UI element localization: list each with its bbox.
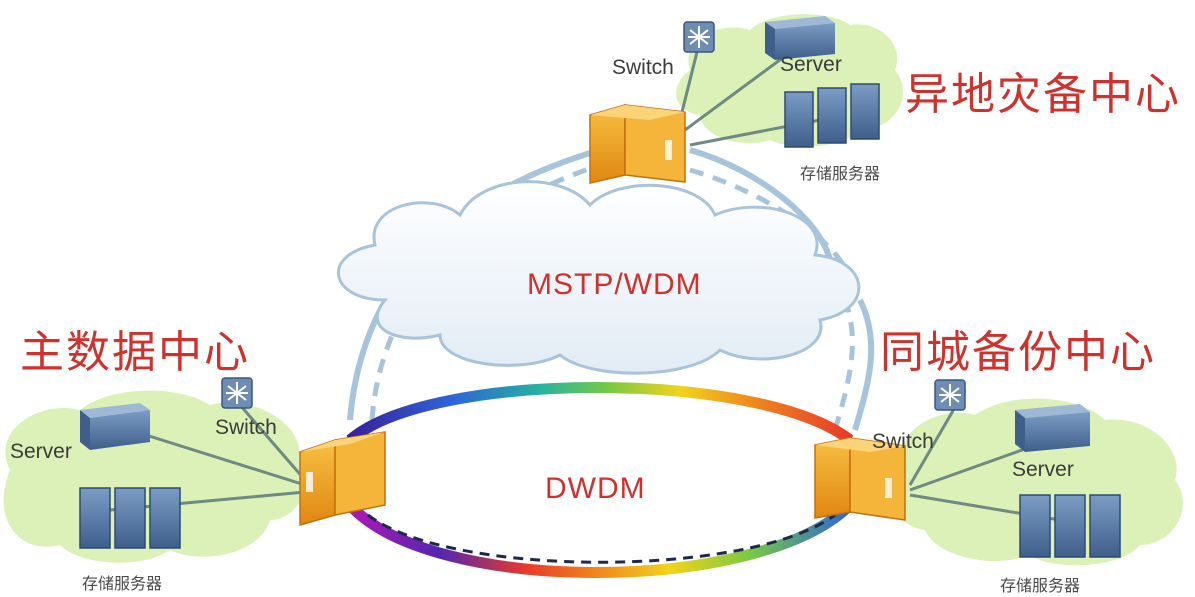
remote-storage-server-icon	[784, 83, 880, 148]
main-server-label: Server	[10, 440, 72, 463]
remote-router-icon	[589, 104, 686, 184]
main-switch-icon	[221, 377, 253, 409]
same-city-server-icon	[1015, 404, 1090, 452]
main-storage-server-icon	[79, 487, 181, 549]
dwdm-label: DWDM	[545, 472, 646, 505]
same-city-storage-label: 存储服务器	[1000, 576, 1081, 595]
remote-server-icon	[765, 16, 835, 60]
main-router-icon	[299, 431, 386, 526]
same-city-server-label: Server	[1012, 458, 1074, 481]
main-storage-label: 存储服务器	[82, 574, 163, 593]
remote-switch-label: Switch	[612, 56, 674, 79]
same-city-router-icon	[814, 437, 906, 521]
same-city-switch-icon	[934, 379, 966, 411]
mstp-cloud-icon	[336, 180, 861, 375]
same-city-storage-server-icon	[1019, 494, 1121, 558]
remote-server-label: Server	[780, 53, 842, 76]
remote-storage-label: 存储服务器	[800, 164, 881, 183]
remote-site-title: 异地灾备中心	[905, 69, 1181, 120]
dwdm-ring	[345, 382, 854, 578]
mstp-wdm-label: MSTP/WDM	[527, 268, 702, 301]
main-server-icon	[80, 403, 150, 450]
remote-switch-icon	[683, 21, 715, 53]
main-switch-label: Switch	[215, 416, 277, 439]
main-site-title: 主数据中心	[20, 327, 250, 378]
same-city-site-title: 同城备份中心	[880, 327, 1156, 378]
same-city-switch-label: Switch	[872, 430, 934, 453]
